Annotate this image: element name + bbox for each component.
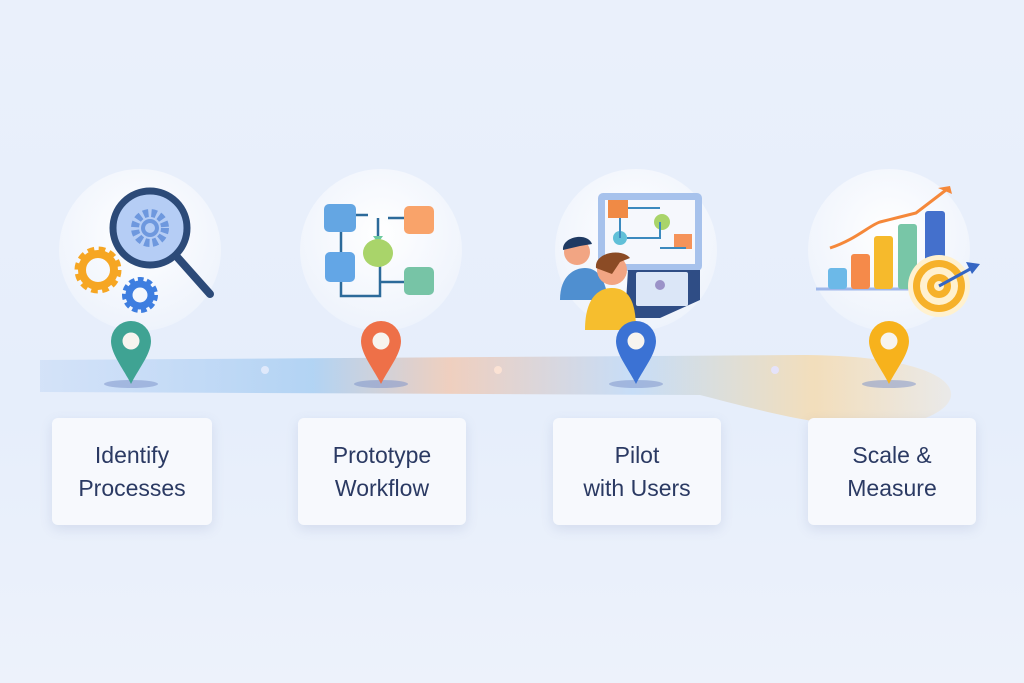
flowchart-icon xyxy=(324,204,434,298)
step-title-line1: Pilot xyxy=(614,441,660,468)
growth-chart-target-icon xyxy=(816,186,980,317)
step-card-pilot-with-users: Pilot with Users xyxy=(553,418,721,525)
step-title-line2: Processes xyxy=(78,474,186,501)
step-card-prototype-workflow: Prototype Workflow xyxy=(298,418,466,525)
location-pin-icon xyxy=(609,321,663,388)
step-title-line1: Scale & xyxy=(852,441,932,468)
location-pin-icon xyxy=(862,321,916,388)
timeline-road xyxy=(38,355,962,427)
magnifier-gears-icon xyxy=(74,187,214,313)
users-at-screen-icon xyxy=(560,193,702,330)
step-title-line2: Measure xyxy=(847,474,937,501)
step-title-line1: Identify xyxy=(94,441,170,468)
step-title-line1: Prototype xyxy=(332,441,432,468)
step-title-line2: with Users xyxy=(583,474,691,501)
step-card-scale-measure: Scale & Measure xyxy=(808,418,976,525)
location-pin-icon xyxy=(354,321,408,388)
step-title-line2: Workflow xyxy=(334,474,430,501)
step-card-identify-processes: Identify Processes xyxy=(52,418,212,525)
illustration-circles xyxy=(59,169,970,331)
location-pin-icon xyxy=(104,321,158,388)
